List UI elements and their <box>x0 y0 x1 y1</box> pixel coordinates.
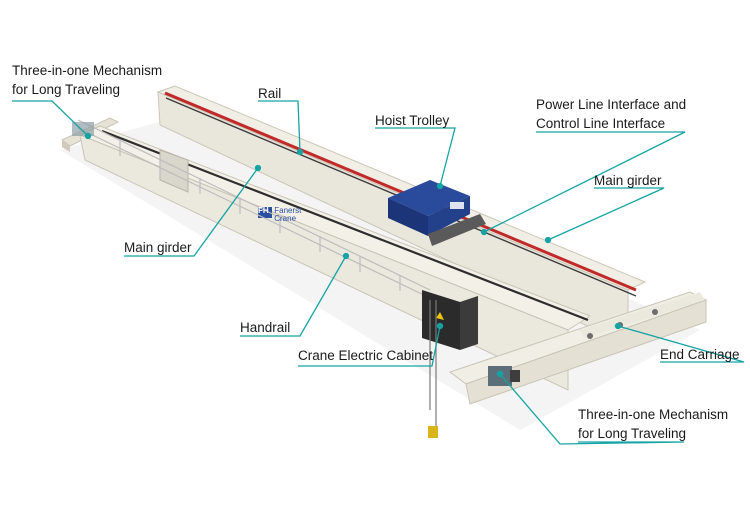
leader-main-girder-left <box>124 167 259 257</box>
label-power-line: Power Line Interface and Control Line In… <box>536 97 687 131</box>
label-hoist-trolley: Hoist Trolley <box>375 113 450 128</box>
leader-power <box>483 131 686 233</box>
end-carriage-near <box>448 291 708 405</box>
rail-red <box>164 91 637 292</box>
brand-name: Fanerst Crane <box>274 206 302 223</box>
leader-cabinet <box>298 325 441 367</box>
girder-brand: FH Fanerst Crane <box>258 207 301 223</box>
hook-block <box>428 426 438 438</box>
leader-mech-top <box>12 100 89 137</box>
leader-main-girder-right <box>547 187 665 241</box>
leader-hoist <box>375 127 456 187</box>
label-cabinet: Crane Electric Cabinet <box>298 348 434 363</box>
label-handrail: Handrail <box>240 320 291 335</box>
label-rail: Rail <box>258 86 282 101</box>
brand-initials: FH <box>258 206 269 215</box>
label-end-carriage: End Carriage <box>660 347 740 362</box>
handrail <box>77 119 431 299</box>
leader-end-carriage <box>617 325 745 363</box>
label-mech-top: Three-in-one Mechanism for Long Travelin… <box>12 63 163 97</box>
leader-mech-bottom <box>499 373 685 445</box>
crane-electric-cabinet <box>422 290 478 438</box>
girder-logo-mark <box>258 207 272 218</box>
label-mech-bottom: Three-in-one Mechanism for Long Travelin… <box>578 407 729 441</box>
leader-lines <box>12 100 745 445</box>
label-main-girder-left: Main girder <box>124 240 192 255</box>
label-main-girder-right: Main girder <box>594 173 662 188</box>
hoist-trolley <box>388 180 486 246</box>
leader-rail <box>258 100 301 153</box>
leader-handrail <box>240 255 347 337</box>
